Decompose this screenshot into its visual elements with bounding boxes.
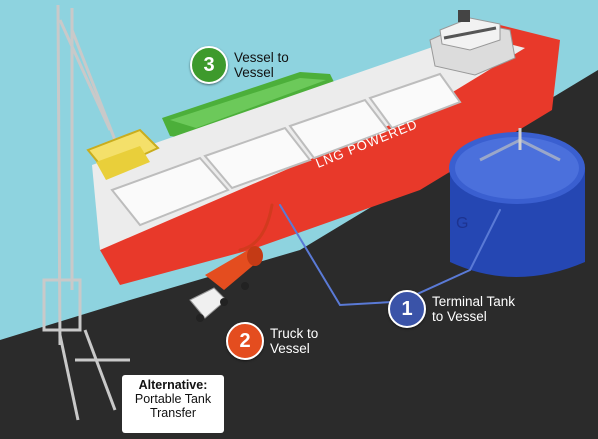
label-line-1: Vessel to — [234, 50, 289, 65]
label-line-1: Terminal Tank — [432, 294, 516, 309]
callout-truck-to-vessel-label: Truck to Vessel — [270, 326, 318, 356]
callout-terminal-tank: 1 Terminal Tank to Vessel — [388, 290, 515, 328]
label-line-2: Vessel — [234, 65, 274, 80]
alternative-portable-tank-label: Alternative: Portable Tank Transfer — [122, 375, 224, 433]
loading-crane — [42, 4, 130, 421]
alternative-heading: Alternative: — [138, 378, 208, 392]
lng-truck — [189, 246, 263, 322]
bunker-barge — [162, 72, 336, 140]
label-line-1: Truck to — [270, 326, 319, 341]
number-badge-3: 3 — [190, 46, 228, 84]
ship-bridge — [429, 10, 516, 76]
alternative-line-2: Portable Tank — [134, 392, 212, 406]
callout-vessel-to-vessel-label: Vessel to Vessel — [234, 50, 289, 80]
portable-tank — [86, 128, 160, 180]
callout-truck-to-vessel: 2 Truck to Vessel — [226, 322, 318, 360]
number-badge-1: 1 — [388, 290, 426, 328]
label-line-2: Vessel — [270, 341, 310, 356]
lng-powered-ship: LNG POWERED — [92, 10, 560, 285]
label-line-2: to Vessel — [432, 309, 487, 324]
callout-vessel-to-vessel: 3 Vessel to Vessel — [190, 46, 289, 84]
terminal-tank: G — [449, 128, 585, 277]
callout-terminal-tank-label: Terminal Tank to Vessel — [432, 294, 515, 324]
alternative-line-3: Transfer — [149, 406, 197, 420]
number-badge-2: 2 — [226, 322, 264, 360]
tank-label: G — [456, 215, 468, 232]
